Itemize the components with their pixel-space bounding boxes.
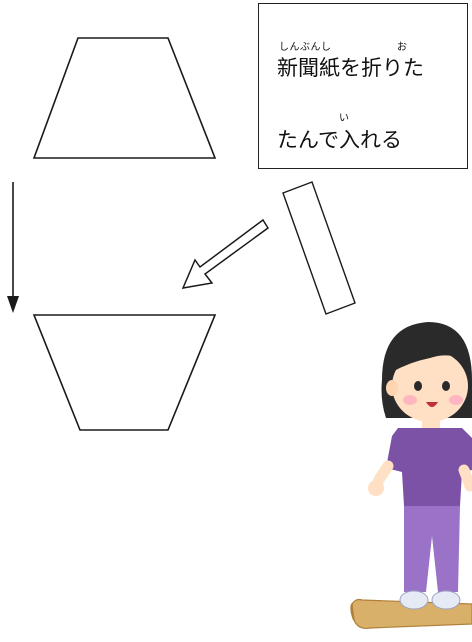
down-arrow-head — [7, 296, 19, 313]
ruby-i: い — [339, 113, 349, 124]
instruction-line-2: たんで入れる — [277, 128, 402, 152]
instruction-line-1: 新聞紙を折りた — [277, 56, 424, 80]
ruby-o: お — [397, 42, 407, 53]
girl-illustration — [368, 322, 472, 610]
insert-arrow-icon — [181, 218, 270, 289]
folded-newspaper — [282, 181, 356, 315]
box-trapezoid-inverted — [32, 314, 217, 431]
instruction-box: しんぶんし お 新聞紙を折りた い たんで入れる — [258, 3, 468, 169]
ruby-shinbunshi: しんぶんし — [279, 42, 332, 53]
box-trapezoid-upright — [32, 37, 217, 159]
